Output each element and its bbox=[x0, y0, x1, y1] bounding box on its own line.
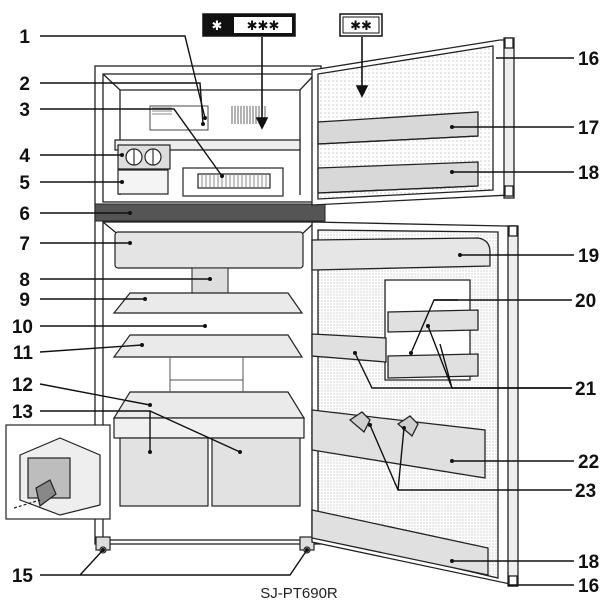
leader-dots bbox=[101, 116, 462, 563]
callout-labels: 1 2 3 4 5 6 7 8 9 10 11 12 13 15 16 17 1… bbox=[12, 27, 599, 597]
callout-10: 10 bbox=[12, 317, 33, 338]
callout-13: 13 bbox=[12, 402, 33, 423]
callout-11: 11 bbox=[13, 343, 34, 364]
model-number: SJ-PT690R bbox=[260, 585, 338, 602]
rating-arrows bbox=[255, 37, 369, 130]
callout-12: 12 bbox=[12, 375, 33, 396]
callout-18-top: 18 bbox=[578, 163, 599, 184]
callout-6: 6 bbox=[19, 204, 30, 225]
snowflake-icon: ✱ bbox=[212, 19, 223, 34]
callout-19: 19 bbox=[578, 246, 599, 267]
callout-16-bottom: 16 bbox=[578, 576, 599, 597]
freezer-vents bbox=[149, 105, 266, 131]
fresh-food-door bbox=[311, 221, 519, 587]
crisper-drawers bbox=[113, 417, 305, 507]
door-star-rating: ✱✱ bbox=[350, 19, 372, 34]
callout-9: 9 bbox=[19, 290, 30, 311]
back-panel-lines bbox=[169, 357, 244, 392]
callout-21: 21 bbox=[575, 379, 597, 400]
freezer-door bbox=[311, 37, 515, 206]
chilled-drawer bbox=[114, 231, 304, 269]
ice-storage-box bbox=[182, 167, 284, 197]
callout-18-bottom: 18 bbox=[578, 552, 599, 573]
callout-5: 5 bbox=[19, 173, 30, 194]
leader-lines bbox=[39, 35, 574, 586]
callout-20: 20 bbox=[575, 291, 596, 312]
callout-15: 15 bbox=[12, 566, 34, 587]
detail-inset bbox=[5, 424, 111, 520]
callout-22: 22 bbox=[578, 452, 599, 473]
callout-2: 2 bbox=[19, 74, 30, 95]
freezer-rating-badge: ✱ ✱✱✱ bbox=[202, 13, 296, 37]
ice-maker bbox=[117, 144, 171, 195]
callout-1: 1 bbox=[19, 27, 30, 48]
door-rating-badge: ✱✱ bbox=[339, 13, 383, 37]
callout-8: 8 bbox=[19, 270, 30, 291]
callout-7: 7 bbox=[19, 234, 30, 255]
callout-4: 4 bbox=[19, 146, 30, 167]
callout-16-top: 16 bbox=[578, 49, 599, 70]
freezer-star-rating: ✱✱✱ bbox=[247, 19, 280, 34]
callout-23: 23 bbox=[575, 481, 596, 502]
callout-17: 17 bbox=[578, 118, 599, 139]
callout-3: 3 bbox=[19, 100, 30, 121]
fresh-food-shelves bbox=[112, 292, 306, 419]
